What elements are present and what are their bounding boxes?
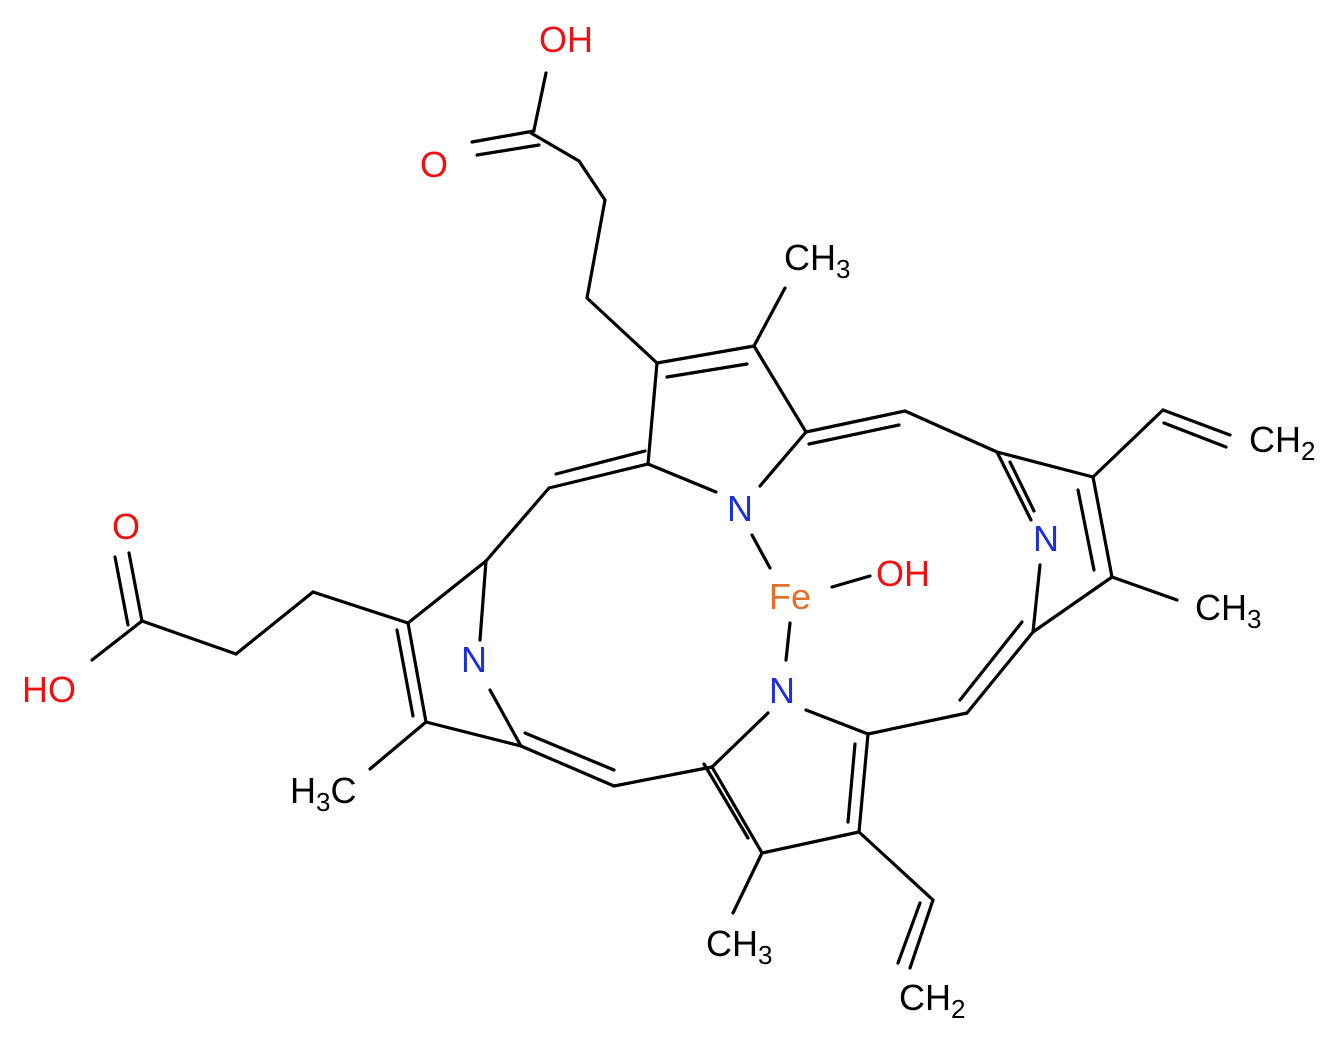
bond-line — [995, 450, 1095, 479]
bond-line — [760, 830, 861, 855]
bond-line — [475, 143, 541, 157]
atom-label-n-top: N — [727, 488, 753, 529]
bond-line — [804, 409, 907, 434]
bond-line — [406, 621, 428, 724]
bond-line — [547, 462, 650, 490]
bond-line — [646, 462, 718, 494]
bond-line — [424, 720, 523, 748]
bond-line — [395, 628, 415, 718]
bond-line — [1031, 575, 1114, 634]
atom-label-acid1-oh: OH — [539, 19, 593, 60]
bond-line — [646, 361, 659, 466]
bond-line — [90, 619, 144, 662]
bond-line — [484, 486, 551, 563]
bond-line — [1031, 563, 1042, 634]
bond-line — [665, 362, 749, 379]
bond-line — [612, 765, 714, 788]
bond-line — [1091, 475, 1114, 579]
bond-line — [903, 409, 999, 454]
bond-line — [804, 708, 870, 736]
bond-line — [758, 430, 808, 488]
bond-lines — [90, 71, 1232, 970]
bond-line — [529, 131, 581, 163]
bond-line — [519, 744, 616, 788]
bond-line — [488, 688, 523, 748]
bond-line — [311, 590, 410, 625]
bond-line — [750, 533, 772, 570]
atom-label-vinyl-right: CH2 — [1249, 419, 1315, 466]
bond-line — [470, 129, 536, 144]
atom-labels: OH O O HO N N N N Fe OH CH3 CH3 H3C CH3 … — [22, 19, 1315, 1024]
bond-line — [585, 198, 607, 300]
bond-line — [1161, 408, 1232, 437]
atom-label-fe: Fe — [769, 576, 811, 617]
bond-line — [523, 731, 616, 772]
atom-label-n-bottom: N — [769, 670, 795, 711]
atom-label-methyl-left: H3C — [290, 770, 356, 817]
bond-line — [140, 619, 238, 656]
bond-line — [710, 765, 764, 855]
bond-line — [234, 590, 315, 656]
atom-label-methyl-bottom: CH3 — [706, 923, 772, 970]
bond-line — [857, 732, 870, 834]
bond-line — [965, 630, 1035, 715]
bond-line — [807, 423, 901, 446]
atom-label-acid2-oh: HO — [22, 669, 76, 710]
bond-line — [995, 450, 1033, 522]
atom-label-vinyl-bottom: CH2 — [899, 977, 965, 1024]
bond-line — [702, 762, 750, 840]
atom-label-n-right: N — [1033, 518, 1059, 559]
bond-line — [368, 720, 428, 771]
bond-line — [958, 620, 1024, 702]
bond-line — [1076, 488, 1096, 572]
atom-label-fe-oh: OH — [876, 553, 930, 594]
bond-line — [784, 621, 792, 662]
bond-line — [846, 742, 857, 824]
bond-line — [731, 851, 764, 915]
bond-line — [532, 71, 548, 132]
bond-line — [752, 344, 808, 434]
atom-label-acid1-o: O — [420, 144, 448, 185]
atom-label-acid2-o: O — [112, 506, 140, 547]
bond-line — [1162, 421, 1228, 449]
bond-line — [127, 551, 144, 623]
atom-label-n-left: N — [461, 639, 487, 680]
bond-line — [585, 296, 659, 365]
bond-line — [1008, 460, 1036, 513]
bond-line — [908, 898, 935, 970]
bond-line — [830, 574, 872, 589]
bond-line — [710, 711, 770, 769]
bond-line — [1110, 575, 1179, 602]
bond-line — [866, 711, 969, 736]
bond-line — [1091, 408, 1165, 479]
bond-line — [577, 159, 607, 202]
atom-label-methyl-right: CH3 — [1195, 587, 1261, 634]
bond-line — [554, 449, 647, 476]
bond-line — [752, 286, 787, 348]
atom-label-methyl-top: CH3 — [784, 237, 850, 284]
bond-line — [896, 901, 922, 965]
bond-line — [655, 344, 756, 365]
bond-line — [857, 830, 935, 902]
bond-line — [478, 559, 488, 642]
bond-line — [113, 555, 130, 627]
bond-line — [406, 559, 488, 625]
